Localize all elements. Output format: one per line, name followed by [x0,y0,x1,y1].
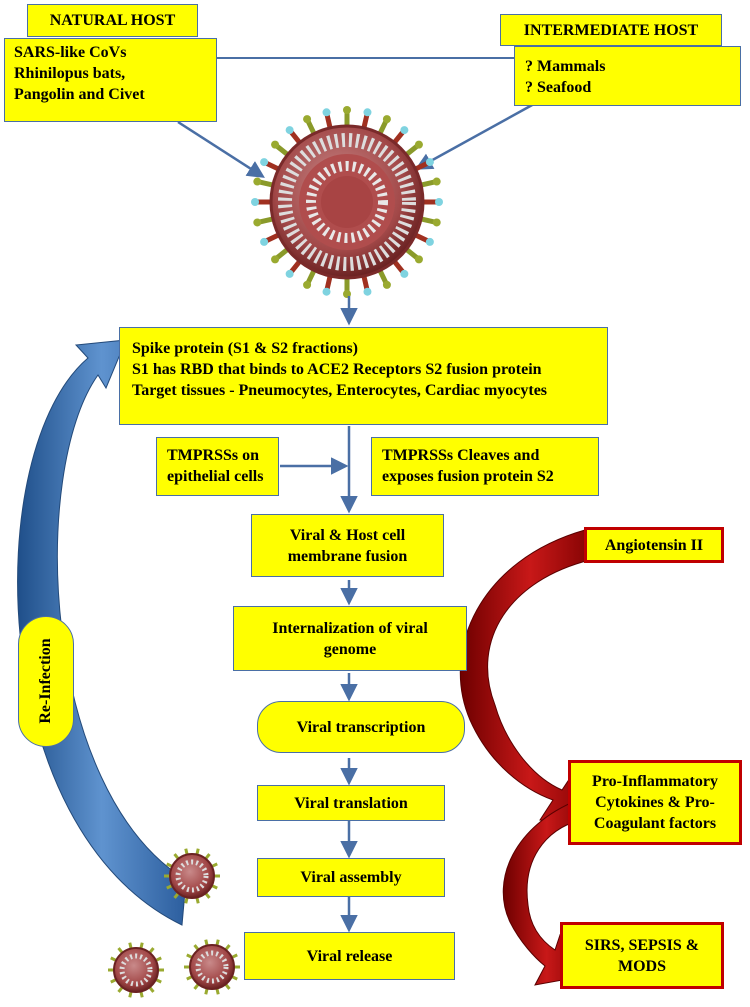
tmprss-cleaves-line-2: exposes fusion protein S2 [382,468,554,485]
intermediate-host-title: INTERMEDIATE HOST [500,14,722,46]
small-virus-icon-3 [184,939,240,995]
internalization-line-1: Internalization of viral [272,619,428,637]
sirs-line-1: SIRS, SEPSIS & [584,936,700,954]
membrane-fusion-box: Viral & Host cell membrane fusion [251,514,444,577]
intermediate-to-virus-arrow [414,102,535,170]
membrane-fusion-line-2: membrane fusion [287,547,408,565]
sirs-line-2: MODS [618,957,666,975]
cytokine-to-sirs-arrow [502,799,591,986]
intermediate-host-line-1: ? Mammals [525,58,606,75]
natural-host-line-3: Pangolin and Civet [14,86,145,103]
translation-box: Viral translation [257,785,445,821]
tmprss-cleaves-line-1: TMPRSSs Cleaves and [382,447,540,464]
reinfection-label-box [18,616,74,747]
angiotensin-box: Angiotensin II [584,527,724,563]
cytokines-line-2: Cytokines & Pro- [595,794,715,811]
cytokines-box: Pro-Inflammatory Cytokines & Pro- Coagul… [568,760,742,845]
intermediate-host-box: ? Mammals ? Seafood [514,46,741,106]
natural-host-box: SARS-like CoVs Rhinilopus bats, Pangolin… [4,38,217,122]
natural-to-virus-arrow [177,120,265,178]
tmprss-cleaves-box: TMPRSSs Cleaves and exposes fusion prote… [371,437,599,496]
release-box: Viral release [244,932,455,980]
natural-host-line-2: Rhinilopus bats, [14,65,126,82]
reinfection-label: Re-Infection [37,638,54,724]
reinfection-arrow [17,339,187,926]
tmprss-epithelial-line-2: epithelial cells [167,468,264,485]
assembly-box: Viral assembly [257,858,445,897]
spike-line-1: Spike protein (S1 & S2 fractions) [132,340,358,357]
spike-line-3: Target tissues - Pneumocytes, Enterocyte… [132,382,548,399]
cytokines-line-1: Pro-Inflammatory [592,773,718,790]
natural-host-line-1: SARS-like CoVs [14,44,127,61]
tmprss-epithelial-box: TMPRSSs on epithelial cells [156,437,279,496]
small-virus-icon-2 [108,942,164,998]
natural-host-title: NATURAL HOST [27,4,198,37]
small-virus-icon-1 [164,848,220,904]
cytokines-line-3: Coagulant factors [593,815,717,832]
internalization-box: Internalization of viral genome [233,606,467,671]
spike-protein-box: Spike protein (S1 & S2 fractions) S1 has… [119,327,608,425]
coronavirus-image [251,106,443,298]
internalization-line-2: genome [323,640,377,658]
sirs-box: SIRS, SEPSIS & MODS [560,922,724,989]
spike-line-2: S1 has RBD that binds to ACE2 Receptors … [132,361,542,378]
intermediate-host-line-2: ? Seafood [525,79,592,96]
membrane-fusion-line-1: Viral & Host cell [289,526,406,544]
tmprss-epithelial-line-1: TMPRSSs on [167,447,260,464]
transcription-box: Viral transcription [257,701,465,753]
